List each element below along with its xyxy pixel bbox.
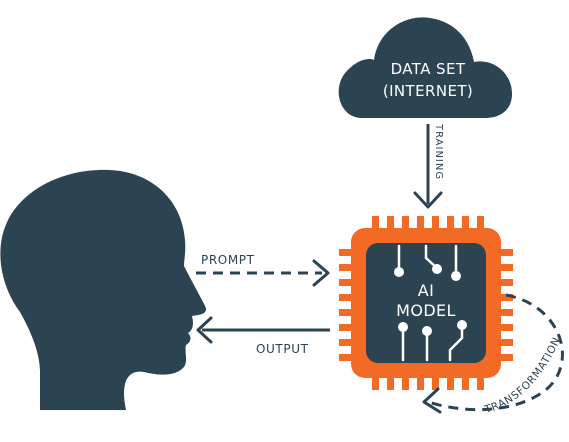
chip-pin-left-5 bbox=[339, 324, 353, 331]
chip-pin-left-7 bbox=[339, 354, 353, 361]
chip-pin-left-2 bbox=[339, 279, 353, 286]
prompt-arrow bbox=[196, 259, 330, 287]
chip-pin-right-4 bbox=[499, 309, 513, 316]
chip-pin-bottom-6 bbox=[462, 376, 469, 390]
chip-pin-bottom-3 bbox=[417, 376, 424, 390]
head-silhouette-icon bbox=[0, 169, 207, 410]
chip-pin-top-4 bbox=[432, 216, 439, 230]
chip-pin-top-2 bbox=[402, 216, 409, 230]
cloud-icon: DATA SET (INTERNET) bbox=[338, 17, 512, 118]
chip-pin-bottom-2 bbox=[402, 376, 409, 390]
chip-pin-right-7 bbox=[499, 354, 513, 361]
chip-pin-right-5 bbox=[499, 324, 513, 331]
chip-pin-top-7 bbox=[477, 216, 484, 230]
chip-pin-right-1 bbox=[499, 264, 513, 271]
chip-pin-right-3 bbox=[499, 294, 513, 301]
chip-pin-left-1 bbox=[339, 264, 353, 271]
chip-pin-top-1 bbox=[387, 216, 394, 230]
chip-pin-right-0 bbox=[499, 249, 513, 256]
chip-pin-right-6 bbox=[499, 339, 513, 346]
chip-pin-right-2 bbox=[499, 279, 513, 286]
cloud-label-line1: DATA SET bbox=[391, 60, 466, 78]
chip-pin-top-0 bbox=[372, 216, 379, 230]
chip-pin-bottom-4 bbox=[432, 376, 439, 390]
chip-pin-top-6 bbox=[462, 216, 469, 230]
output-label: OUTPUT bbox=[256, 342, 309, 356]
chip-label-line2: MODEL bbox=[396, 301, 456, 320]
chip-pin-bottom-1 bbox=[387, 376, 394, 390]
chip-pin-left-6 bbox=[339, 339, 353, 346]
chip-pin-left-4 bbox=[339, 309, 353, 316]
chip-label-line1: AI bbox=[418, 281, 434, 300]
training-arrow bbox=[413, 124, 443, 209]
prompt-label: PROMPT bbox=[201, 253, 255, 267]
transformation-arrow bbox=[422, 293, 564, 414]
chip-pin-left-3 bbox=[339, 294, 353, 301]
chip-pin-bottom-5 bbox=[447, 376, 454, 390]
training-label: TRAINING bbox=[433, 123, 444, 180]
chip-pin-top-3 bbox=[417, 216, 424, 230]
chip-pin-left-0 bbox=[339, 249, 353, 256]
chip-pin-top-5 bbox=[447, 216, 454, 230]
microchip-icon: AI MODEL bbox=[339, 216, 513, 390]
output-arrow bbox=[196, 316, 330, 344]
cloud-label-line2: (INTERNET) bbox=[383, 82, 473, 100]
chip-pin-bottom-0 bbox=[372, 376, 379, 390]
chip-pin-bottom-7 bbox=[477, 376, 484, 390]
